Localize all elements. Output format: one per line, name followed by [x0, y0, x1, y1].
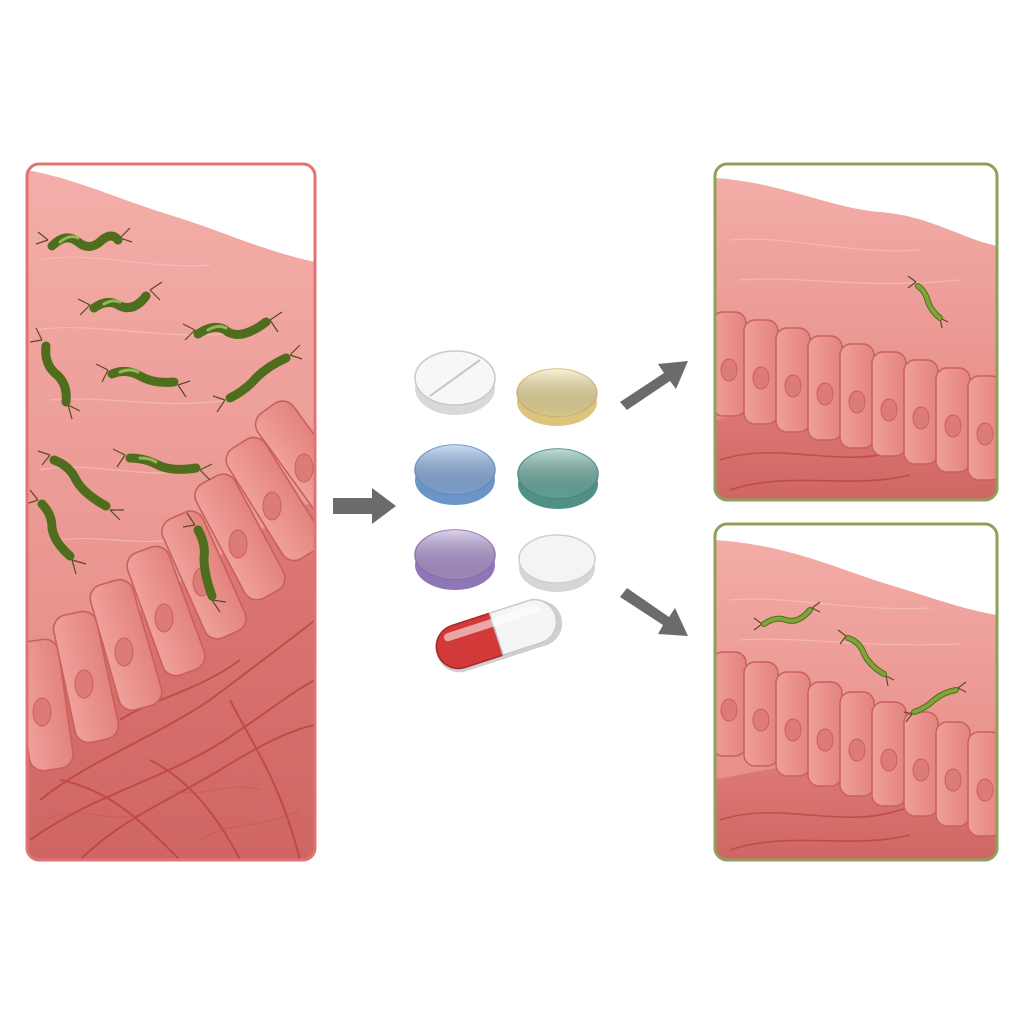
arrow-to-partial-outcome: [620, 588, 688, 636]
bacterium: [753, 601, 821, 631]
white-oval-tablet: [518, 534, 596, 592]
red-white-capsule: [435, 599, 563, 673]
medication-group: [414, 350, 599, 673]
arrow-to-medication: [333, 488, 396, 524]
bacterium: [907, 275, 949, 329]
blue-tablet: [414, 444, 496, 505]
bacterium: [903, 681, 967, 723]
partial-mucosa-panel: [713, 522, 999, 862]
teal-tablet: [517, 448, 599, 509]
arrow-to-cured-outcome: [620, 361, 688, 410]
bacterium: [837, 629, 895, 687]
cured-mucosa-panel: [713, 162, 999, 502]
yellow-tablet: [516, 368, 598, 426]
purple-tablet: [414, 529, 496, 590]
infected-mucosa-panel: [25, 162, 317, 862]
white-scored-tablet: [414, 350, 496, 415]
